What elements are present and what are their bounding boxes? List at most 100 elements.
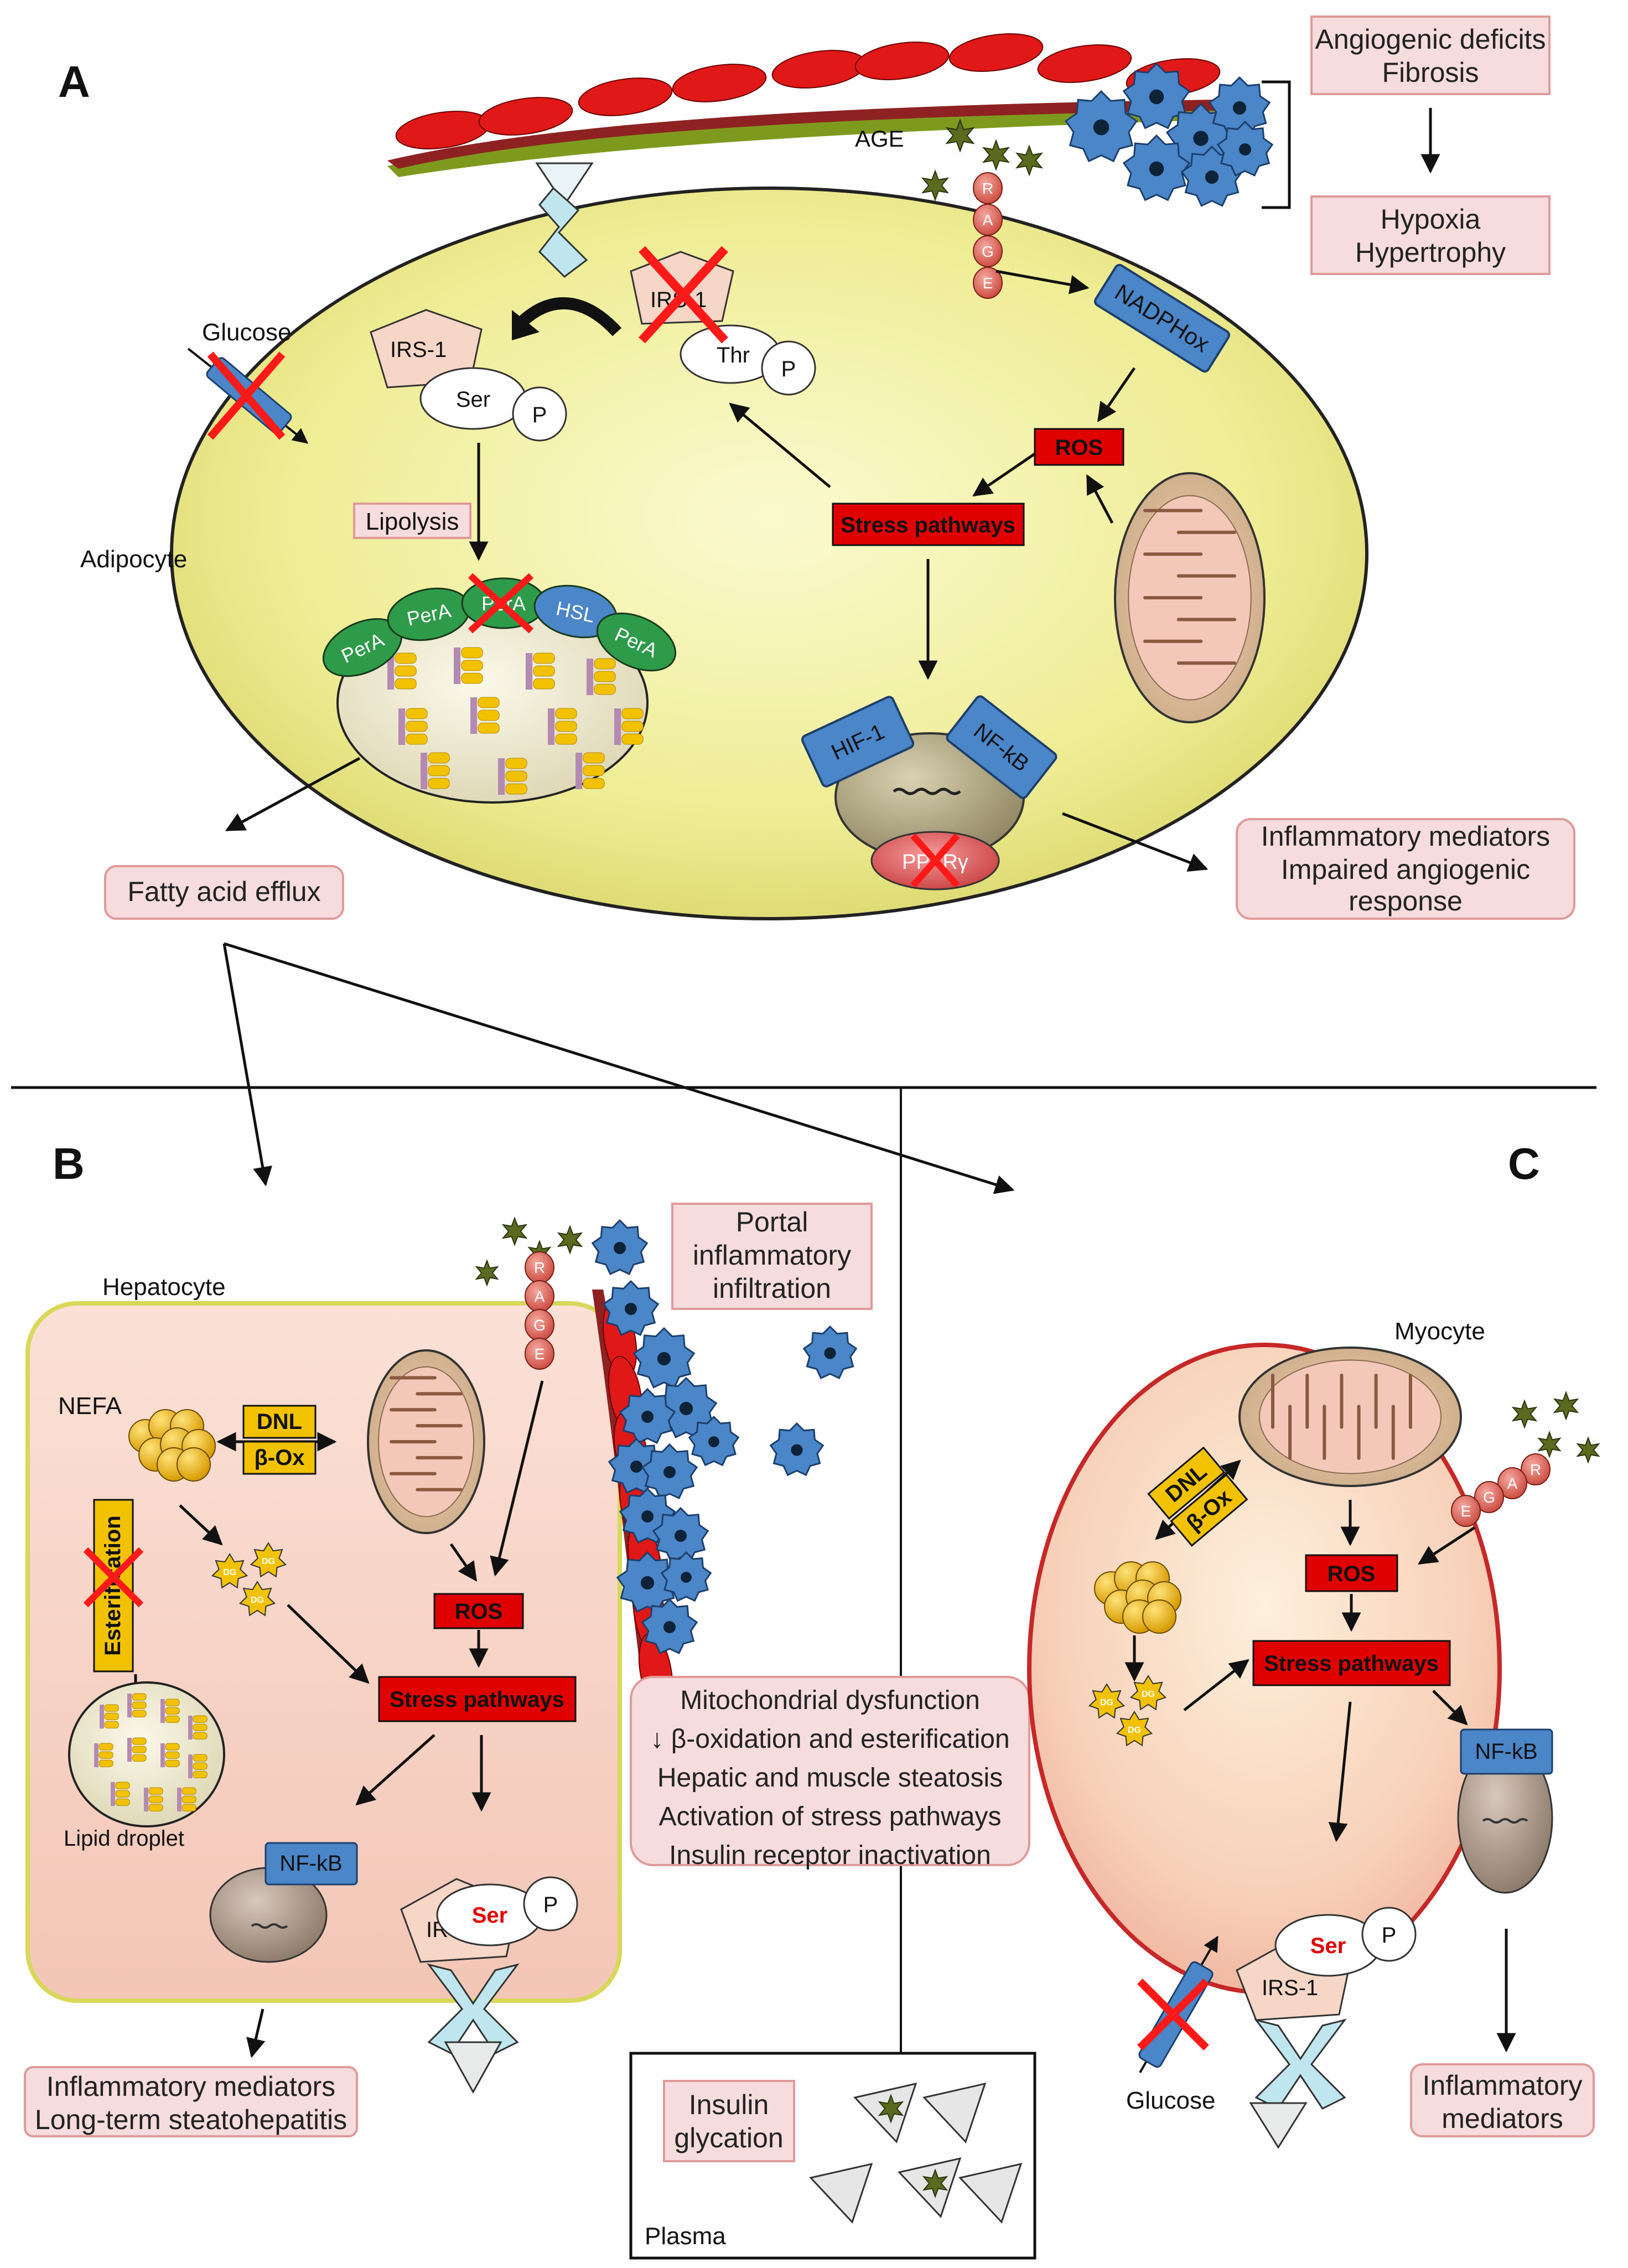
summary-line: Activation of stress pathways xyxy=(659,1802,1002,1831)
triglyceride-head xyxy=(587,659,594,695)
summary-line: ↓ β-oxidation and esterification xyxy=(650,1725,1009,1754)
arrow-ros-stress-a xyxy=(972,452,1036,497)
red-blood-cell xyxy=(771,50,867,89)
arrow-nefa-dg-b xyxy=(179,1504,223,1546)
triglyceride-chain xyxy=(115,1798,130,1806)
outcome-angiogenic-deficits: Angiogenic deficits xyxy=(1315,24,1546,55)
arrow-efflux-myocyte xyxy=(224,942,1015,1194)
arrow-mito-ros-b xyxy=(449,1543,478,1582)
mitochondrion-c xyxy=(1238,1347,1462,1487)
dnl-box-c: DNL β-Ox xyxy=(1147,1446,1248,1547)
arrow-rage-ros-b xyxy=(490,1380,544,1577)
age-molecule xyxy=(1015,144,1044,177)
glucose-transporter-c xyxy=(1137,1935,1219,2073)
ros-label-c: ROS xyxy=(1328,1562,1376,1586)
triglyceride-chain xyxy=(193,1715,208,1723)
inflammatory-box-c: Inflammatory mediators xyxy=(1410,2063,1595,2137)
arrow-nucleus-inflam-b xyxy=(246,2008,266,2058)
dg-label: DG xyxy=(223,1568,236,1577)
triglyceride-chain xyxy=(148,1787,163,1795)
triglyceride-chain xyxy=(132,1701,147,1709)
immune-cell-nucleus xyxy=(1193,131,1209,146)
mitochondrion-inner xyxy=(1259,1359,1442,1474)
triglyceride-head xyxy=(526,653,533,690)
triglyceride-chain xyxy=(594,671,616,682)
mitochondrion-b xyxy=(367,1349,485,1534)
triglyceride-head xyxy=(470,697,478,734)
triglyceride-chain xyxy=(395,653,417,664)
age-molecule xyxy=(1511,1399,1538,1429)
immune-cell-cluster xyxy=(1064,62,1274,207)
inflammatory-a-line2: Impaired angiogenic xyxy=(1281,854,1530,885)
nfkb-protein-b: NF-kB xyxy=(265,1842,358,1886)
fatty-acid-droplet xyxy=(1142,1599,1176,1634)
rage-letter: G xyxy=(1483,1489,1495,1506)
triglyceride-chain xyxy=(555,721,577,732)
insulin-receptor-a xyxy=(535,162,594,278)
rage-letter: E xyxy=(535,1345,545,1363)
triglyceride-chain xyxy=(148,1795,163,1803)
inflammatory-c-line1: Inflammatory xyxy=(1423,2070,1583,2101)
outcome-box-angiogenic: Angiogenic deficits Fibrosis xyxy=(1310,15,1551,95)
inflammatory-b-line1: Inflammatory mediators xyxy=(46,2071,335,2102)
age-molecule xyxy=(1576,1436,1600,1464)
triglyceride-chain xyxy=(104,1712,119,1720)
ser-label-c: Ser xyxy=(1310,1934,1346,1958)
adipocyte-label: Adipocyte xyxy=(80,546,187,573)
triglyceride-head xyxy=(454,648,461,684)
glucose-label-c: Glucose xyxy=(1126,2087,1215,2114)
triglyceride-head xyxy=(160,1699,165,1723)
triglyceride-chain xyxy=(148,1804,163,1811)
ser-label-b: Ser xyxy=(472,1903,508,1928)
triglyceride-chain xyxy=(555,733,577,745)
triglyceride-chain xyxy=(406,721,428,732)
diglyceride-b: DG DG DG xyxy=(211,1542,287,1617)
age-molecule xyxy=(878,2094,904,2124)
perilipin-coat: PerAPerAPerAHSLPerA xyxy=(322,577,677,677)
nefa-label: NEFA xyxy=(58,1392,122,1420)
triglyceride-chain xyxy=(583,778,605,789)
nfkb-protein-c: NF-kB xyxy=(1460,1728,1553,1775)
immune-cell-nucleus xyxy=(1239,143,1251,156)
age-molecule xyxy=(982,139,1010,171)
triglyceride-chain xyxy=(115,1782,130,1789)
ros-box-a: ROS xyxy=(1034,428,1124,466)
nfkb-protein-a: NF-kB xyxy=(946,695,1057,799)
mitochondrion-cristae xyxy=(1271,1374,1412,1460)
triglyceride-chain xyxy=(395,665,417,677)
rage-segment xyxy=(525,1338,554,1370)
dg-label: DG xyxy=(262,1557,275,1566)
portal-infiltrate-cells xyxy=(591,1219,858,1654)
myocyte-label: Myocyte xyxy=(1394,1318,1485,1345)
triglyceride-chain xyxy=(478,710,500,721)
summary-line: Hepatic and muscle steatosis xyxy=(657,1763,1003,1793)
inflammatory-c-line2: mediators xyxy=(1442,2103,1563,2134)
triglyceride-chain xyxy=(428,765,450,776)
nefa-cluster-b xyxy=(128,1409,216,1482)
p-label-b: P xyxy=(543,1893,558,1917)
inflammatory-box-a: Inflammatory mediators Impaired angiogen… xyxy=(1236,818,1575,920)
irs-inhibited-complex: IRS-1 Thr P xyxy=(630,246,816,396)
insulin-molecule xyxy=(809,2162,873,2224)
dg-label: DG xyxy=(251,1596,264,1605)
triglyceride-chain xyxy=(594,683,616,695)
age-molecule xyxy=(1553,1391,1579,1421)
rage-letter: A xyxy=(983,211,993,229)
age-molecule xyxy=(921,169,950,201)
triglyceride-head xyxy=(398,708,406,745)
triglyceride-chain xyxy=(165,1715,180,1723)
triglyceride-chain xyxy=(533,678,555,690)
age-molecule xyxy=(557,1225,583,1255)
triglyceride-chain xyxy=(193,1762,208,1770)
arrow-rage-nadphox xyxy=(996,270,1090,294)
triglyceride-chain xyxy=(132,1693,147,1701)
immune-cell-nucleus xyxy=(641,1411,654,1423)
triglyceride-chain xyxy=(104,1704,119,1712)
triglyceride-chain xyxy=(165,1699,180,1706)
box-label-b: β-Ox xyxy=(254,1446,304,1470)
red-blood-cell xyxy=(578,77,673,116)
triglyceride-chain xyxy=(182,1804,196,1811)
triglyceride-head xyxy=(575,753,583,789)
